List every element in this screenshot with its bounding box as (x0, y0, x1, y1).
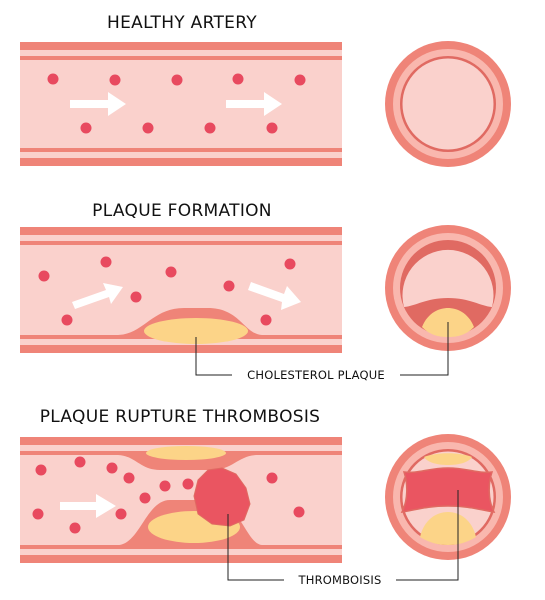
callout-leader-line (396, 490, 459, 581)
wall-highlight-top (20, 50, 342, 56)
flow-arrow-icon (70, 92, 126, 116)
artery-lumen (20, 455, 342, 545)
blood-cell (123, 472, 135, 484)
cholesterol-plaque (144, 318, 248, 344)
blood-cell (232, 73, 244, 85)
blood-cell (171, 74, 183, 86)
thrombus (400, 467, 496, 513)
blood-cell (165, 266, 177, 278)
blood-cell (38, 270, 50, 282)
flow-arrow-icon (60, 494, 116, 518)
flow-arrow-icon (226, 92, 282, 116)
plaque-artery-cross-section (385, 225, 511, 351)
blood-cell (115, 508, 127, 520)
rupture-artery-longitudinal (20, 437, 342, 563)
flow-arrow-icon (72, 283, 123, 309)
healthy-artery-longitudinal (20, 42, 342, 166)
healthy-artery-cross-section (385, 41, 511, 167)
blood-cell (74, 456, 86, 468)
cholesterol-plaque-top (424, 453, 472, 465)
blood-cell (80, 122, 92, 134)
blood-cell (293, 506, 305, 518)
cholesterol-plaque-callout: CHOLESTEROL PLAQUE (195, 322, 449, 382)
callout-leader-line (195, 337, 232, 376)
wall-highlight-bottom (20, 152, 342, 158)
blood-cell (139, 492, 151, 504)
healthy-artery-title: HEALTHY ARTERY (107, 13, 257, 33)
artery-lumen (402, 58, 494, 150)
blood-cell (61, 314, 73, 326)
blood-cell (223, 280, 235, 292)
blood-cell (142, 122, 154, 134)
thrombus (193, 467, 251, 527)
flow-arrow-icon (248, 282, 301, 310)
blood-cell (204, 122, 216, 134)
blood-cell (159, 480, 171, 492)
blood-cell (284, 258, 296, 270)
rupture-artery-cross-section (385, 434, 511, 560)
blood-cell (266, 472, 278, 484)
plaque-rupture-title: PLAQUE RUPTURE THROMBOSIS (40, 407, 321, 427)
cholesterol-plaque (420, 512, 476, 545)
blood-cell (35, 464, 47, 476)
blood-cell (294, 74, 306, 86)
cholesterol-plaque-label: CHOLESTEROL PLAQUE (247, 368, 385, 382)
thrombosis-label: THROMBOISIS (298, 573, 382, 587)
artery-lumen (20, 60, 342, 148)
plaque-formation-title: PLAQUE FORMATION (92, 201, 272, 221)
blood-cell (47, 73, 59, 85)
blood-cell (266, 122, 278, 134)
wall-highlight-top (20, 235, 342, 241)
artery-lumen (20, 245, 342, 335)
blood-cell (32, 508, 44, 520)
plaque-artery-longitudinal (20, 227, 342, 353)
artery-lumen (402, 249, 494, 307)
blood-cell (260, 314, 272, 326)
callout-leader-line (400, 322, 449, 376)
blood-cell (109, 74, 121, 86)
callout-leader-line (227, 514, 284, 581)
thrombosis-callout: THROMBOISIS (227, 490, 459, 587)
blood-cell (106, 462, 118, 474)
blood-cell (130, 291, 142, 303)
wall-highlight-bottom (20, 549, 342, 555)
blood-cell (100, 256, 112, 268)
cholesterol-plaque-top (146, 446, 226, 460)
blood-cell (69, 522, 81, 534)
blood-cell (182, 478, 194, 490)
